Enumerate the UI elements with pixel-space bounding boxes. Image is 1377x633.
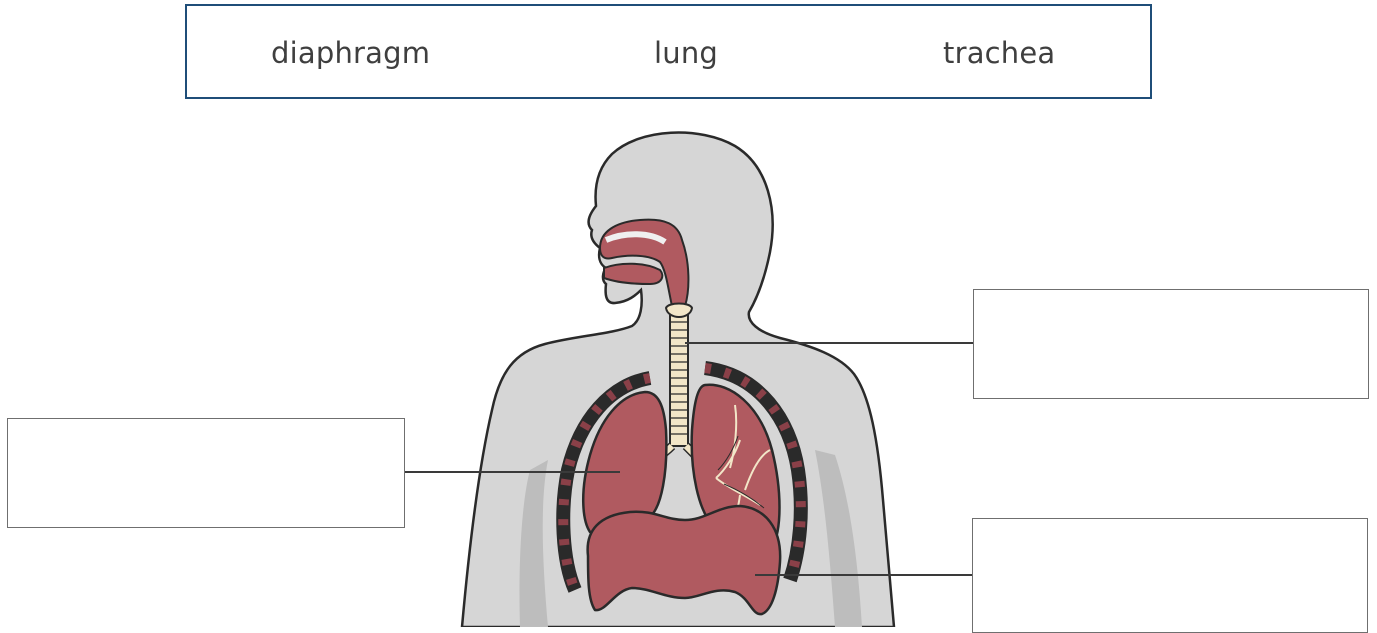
answer-box-trachea[interactable] <box>973 289 1369 399</box>
answer-box-diaphragm[interactable] <box>972 518 1368 633</box>
mouth-cavity <box>604 264 662 284</box>
answer-box-lung[interactable] <box>7 418 405 528</box>
